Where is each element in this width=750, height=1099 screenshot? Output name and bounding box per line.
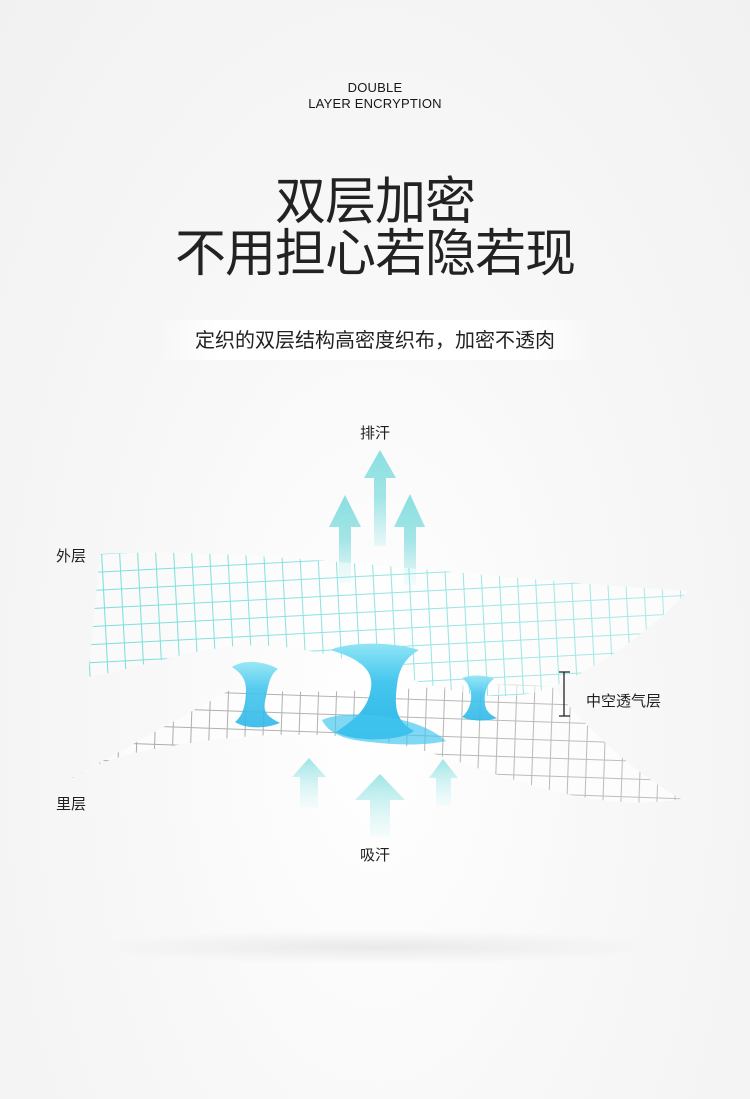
outer-layer-label: 外层 xyxy=(56,547,87,565)
upward-sweat-arrows xyxy=(329,450,425,585)
arrow-up-icon xyxy=(292,758,326,808)
hero-title-line-1: 双层加密 xyxy=(274,173,476,232)
double-layer-diagram xyxy=(67,450,688,837)
arrow-up-icon xyxy=(364,450,396,546)
middle-layer-label: 中空透气层 xyxy=(586,692,662,710)
lower-absorption-arrows xyxy=(292,758,458,837)
water-column-icon xyxy=(330,643,419,740)
water-columns xyxy=(232,643,497,745)
water-splash xyxy=(322,714,446,745)
middle-layer-bracket xyxy=(559,671,570,717)
water-column-icon xyxy=(462,675,497,721)
header-english-title: DOUBLE LAYER ENCRYPTION xyxy=(0,80,750,112)
water-column-icon xyxy=(232,661,280,728)
subtitle-description: 定织的双层结构高密度织布，加密不透肉 xyxy=(158,320,592,360)
arrow-up-icon xyxy=(355,774,405,837)
arrow-up-icon xyxy=(429,759,458,806)
header-line-2: LAYER ENCRYPTION xyxy=(308,96,442,111)
top-label: 排汗 xyxy=(360,424,391,442)
arrow-up-icon xyxy=(394,494,425,585)
bracket-icon xyxy=(559,671,570,717)
header-line-1: DOUBLE xyxy=(347,80,403,95)
arrow-up-icon xyxy=(329,495,361,583)
hero-title-line-2: 不用担心若隐若现 xyxy=(174,225,576,284)
bottom-label: 吸汗 xyxy=(360,846,391,864)
inner-layer-label: 里层 xyxy=(56,795,87,813)
